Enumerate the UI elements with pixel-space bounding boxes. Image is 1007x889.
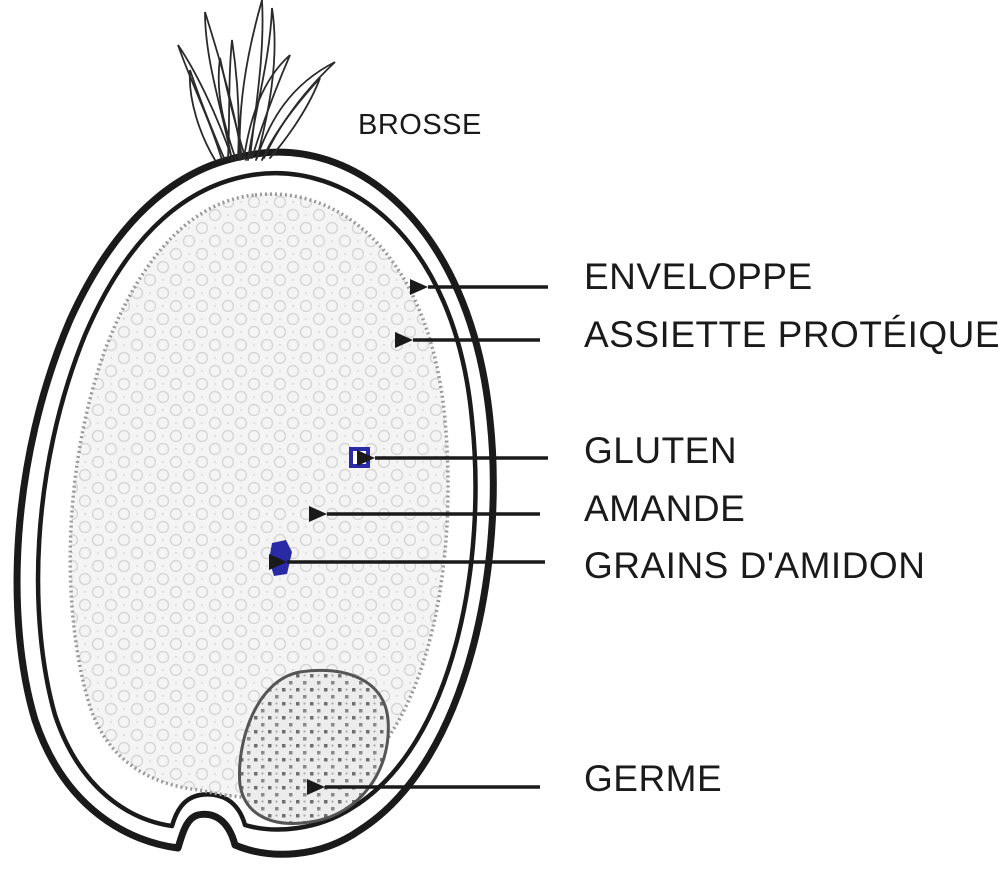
endosperm bbox=[68, 192, 450, 800]
label-brosse: BROSSE bbox=[358, 109, 482, 141]
label-amande: AMANDE bbox=[584, 488, 745, 529]
label-germe: GERME bbox=[584, 758, 722, 799]
brush-hairs bbox=[177, 0, 336, 161]
label-gluten: GLUTEN bbox=[584, 430, 737, 471]
gluten-marker bbox=[349, 447, 370, 468]
label-grains-amidon: GRAINS D'AMIDON bbox=[584, 545, 925, 586]
label-arrows bbox=[269, 279, 548, 795]
label-enveloppe: ENVELOPPE bbox=[584, 256, 813, 297]
label-assiette-proteique: ASSIETTE PROTÉIQUE bbox=[584, 314, 1000, 355]
germ bbox=[237, 668, 390, 825]
